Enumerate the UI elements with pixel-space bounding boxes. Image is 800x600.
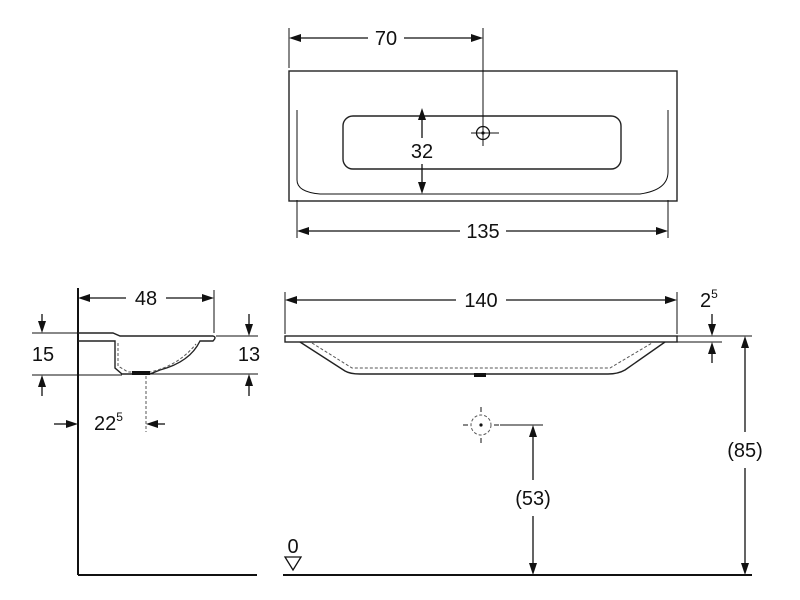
dim-22-5-sup: 5 — [116, 410, 123, 424]
dim-85-label: (85) — [727, 440, 763, 462]
level-marker-icon — [283, 556, 303, 572]
top-view-rim — [296, 110, 669, 195]
side-drain — [132, 371, 150, 375]
top-view: 70 32 135 — [288, 28, 678, 243]
dim-13-label: 13 — [238, 344, 260, 366]
dim-53-label: (53) — [515, 488, 551, 510]
front-drain — [474, 373, 486, 377]
dim-22-5: 225 — [54, 410, 165, 435]
side-view: 48 15 13 225 — [32, 288, 260, 576]
dim-70: 70 — [288, 28, 483, 68]
dim-135: 135 — [296, 200, 669, 243]
dim-2-5-value: 2 — [700, 290, 711, 312]
dim-140-label: 140 — [464, 290, 497, 312]
dim-32: 32 — [411, 108, 433, 194]
dim-135-label: 135 — [466, 221, 499, 243]
front-bowl-inner — [311, 342, 653, 369]
top-view-basin — [342, 115, 622, 170]
front-view: 140 25 — [283, 287, 763, 576]
dim-15: 15 — [32, 314, 122, 396]
drain-outlet-target — [463, 407, 543, 443]
dim-22-5-value: 22 — [94, 413, 116, 435]
dim-48: 48 — [77, 288, 215, 333]
side-profile-inner — [117, 343, 197, 373]
dim-48-label: 48 — [135, 288, 157, 310]
dim-13: 13 — [150, 314, 260, 396]
dim-15-label: 15 — [32, 344, 54, 366]
dim-140: 140 — [284, 290, 678, 334]
front-rim — [284, 335, 678, 343]
dim-70-label: 70 — [375, 28, 397, 50]
front-bowl — [299, 341, 666, 375]
dim-32-label: 32 — [411, 141, 433, 163]
side-profile — [78, 332, 216, 375]
dim-2-5: 25 — [677, 287, 752, 363]
dim-2-5-label: 25 — [700, 287, 718, 312]
dim-85: (85) — [727, 336, 763, 575]
dim-2-5-sup: 5 — [711, 287, 718, 301]
dim-22-5-label: 225 — [94, 410, 123, 435]
floor-level-label: 0 — [287, 536, 298, 558]
dim-53: (53) — [515, 425, 551, 575]
